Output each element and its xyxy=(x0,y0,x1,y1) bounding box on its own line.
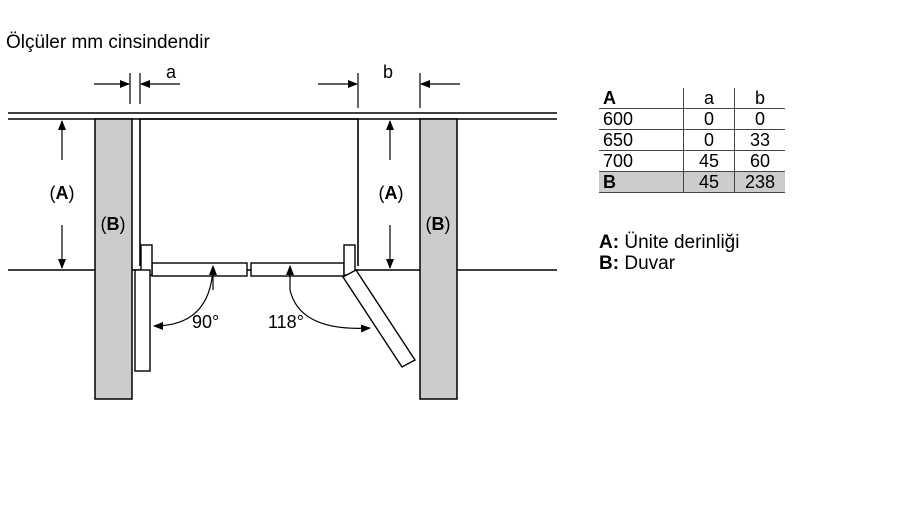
closed-door-left xyxy=(151,262,248,277)
open-door-left-90 xyxy=(134,269,151,372)
table-cell: 600 xyxy=(603,109,634,129)
legend-item-a: A: Ünite derinliği xyxy=(599,232,739,253)
angle-arc-right xyxy=(289,289,371,333)
legend-text-b: Duvar xyxy=(619,253,676,274)
wall-label-left: (B) xyxy=(101,214,126,234)
depth-label-left: (A) xyxy=(50,183,75,203)
page-title: Ölçüler mm cinsindendir xyxy=(6,32,210,53)
gap-label-b: b xyxy=(383,62,393,82)
table-row-wall: B 45 238 xyxy=(599,171,785,193)
table-cell: 0 xyxy=(683,129,735,151)
angle-label-right: 118° xyxy=(268,312,304,332)
gap-label-a: a xyxy=(166,62,177,82)
legend-text-a: Ünite derinliği xyxy=(619,232,740,253)
table-cell: B xyxy=(599,171,684,193)
angle-label-left: 90° xyxy=(192,312,219,332)
dimension-table: A a b 600 0 0 650 0 33 700 45 60 B 45 23… xyxy=(599,88,785,193)
wall-label-right: (B) xyxy=(426,214,451,234)
table-cell: 45 xyxy=(683,171,735,193)
table-row: 700 45 60 xyxy=(599,150,785,172)
depth-label-right: (A) xyxy=(379,183,404,203)
table-cell: 45 xyxy=(683,150,735,172)
table-header-cell: a xyxy=(683,88,735,109)
table-header-cell: b xyxy=(734,88,785,109)
table-row: 600 0 0 xyxy=(599,108,785,130)
table-cell: 33 xyxy=(734,129,785,151)
table-cell: 0 xyxy=(683,108,735,130)
legend-key-a: A: xyxy=(599,232,620,253)
right-wall xyxy=(419,118,458,400)
legend-item-b: B: Duvar xyxy=(599,253,739,274)
table-cell: 0 xyxy=(734,108,785,130)
hinge-right xyxy=(343,244,356,276)
table-cell: 60 xyxy=(734,150,785,172)
legend: A: Ünite derinliği B: Duvar xyxy=(599,232,739,274)
table-header-cell: A xyxy=(603,88,616,108)
open-door-right-118 xyxy=(341,269,417,368)
legend-key-b: B: xyxy=(599,253,620,274)
closed-door-right xyxy=(250,262,345,277)
appliance-body-outline xyxy=(139,118,359,266)
table-header-row: A a b xyxy=(599,88,785,109)
table-row: 650 0 33 xyxy=(599,129,785,151)
left-wall xyxy=(94,118,133,400)
table-cell: 700 xyxy=(603,151,634,171)
table-cell: 238 xyxy=(734,171,785,193)
angle-arc-left xyxy=(153,267,214,330)
table-cell: 650 xyxy=(603,130,634,150)
